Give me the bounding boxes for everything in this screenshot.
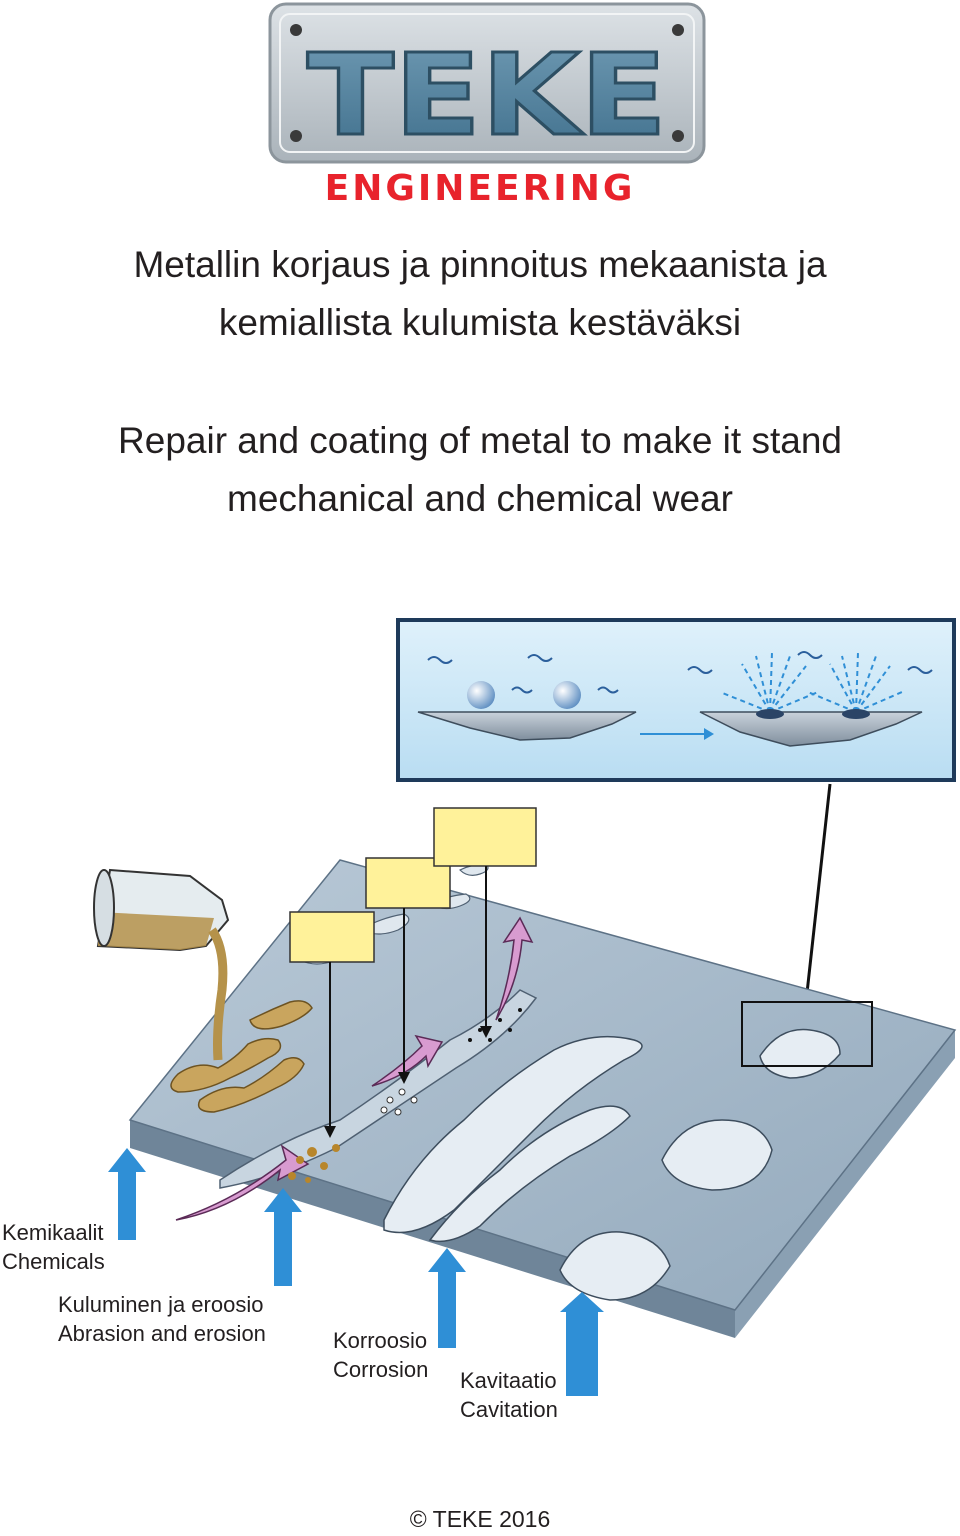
title-finnish-line: Metallin korjaus ja pinnoitus mekaanista…	[133, 244, 827, 285]
title-english: Repair and coating of metal to make it s…	[0, 412, 960, 528]
callout-box	[433, 807, 537, 867]
label-line: Korroosio	[333, 1328, 428, 1353]
title-finnish: Metallin korjaus ja pinnoitus mekaanista…	[0, 236, 960, 352]
cavitation-highlight-box	[741, 1001, 873, 1067]
label-line: Corrosion	[333, 1357, 429, 1382]
corrosion-band	[383, 1035, 643, 1243]
label-corrosion: Korroosio Corrosion	[333, 1326, 428, 1384]
copyright-notice: © TEKE 2016	[409, 1506, 551, 1532]
label-cavitation: Kavitaatio Cavitation	[460, 1366, 558, 1424]
beaker-icon	[93, 868, 230, 1061]
label-line: Abrasion and erosion	[58, 1321, 266, 1346]
implosion-jets	[719, 651, 903, 713]
bubble-icon	[553, 681, 581, 709]
title-english-line: mechanical and chemical wear	[227, 478, 733, 519]
flow-arrow-icon	[495, 916, 534, 1021]
cavitation-inset	[396, 618, 956, 782]
teke-logo: TEKE	[268, 2, 706, 164]
flow-arrow-icon	[175, 1144, 310, 1221]
label-abrasion: Kuluminen ja eroosio Abrasion and erosio…	[58, 1290, 266, 1348]
engineering-wordmark: ENGINEERING	[324, 168, 636, 209]
abrasion-groove	[175, 916, 538, 1221]
flow-arrow-icon	[371, 1034, 444, 1087]
flow-arrow-icon	[640, 728, 714, 740]
label-line: Cavitation	[460, 1397, 558, 1422]
label-line: Kemikaalit	[2, 1220, 104, 1245]
label-chemicals: Kemikaalit Chemicals	[2, 1218, 105, 1276]
label-line: Kavitaatio	[460, 1368, 557, 1393]
wear-illustration	[0, 600, 960, 1440]
callout-box	[289, 911, 375, 963]
label-line: Chemicals	[2, 1249, 105, 1274]
up-arrow-icon	[108, 1148, 604, 1396]
callout-boxes	[289, 807, 537, 1138]
chemical-spill	[170, 1000, 313, 1113]
bubble-icon	[467, 681, 495, 709]
svg-text:TEKE: TEKE	[307, 31, 667, 161]
label-line: Kuluminen ja eroosio	[58, 1292, 264, 1317]
title-english-line: Repair and coating of metal to make it s…	[118, 420, 842, 461]
title-finnish-line: kemiallista kulumista kestäväksi	[218, 302, 742, 343]
